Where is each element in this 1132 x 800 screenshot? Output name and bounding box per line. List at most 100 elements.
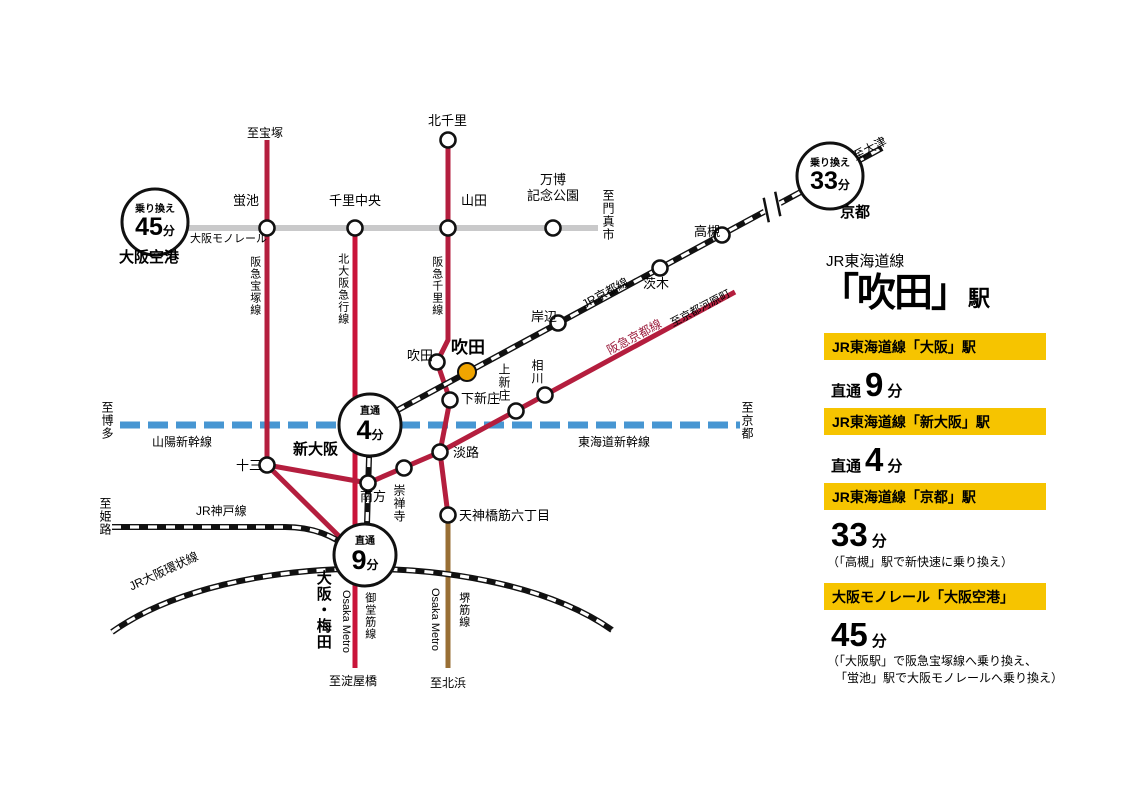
station-label-banpaku-line1: 万博: [539, 172, 566, 187]
station-label-osaka-airport: 大阪空港: [119, 249, 180, 266]
station-dot-juso: [258, 456, 276, 474]
line-label-takarazuka: 阪急宝塚線: [248, 256, 261, 316]
panel-row-time-airport-value: 45: [831, 616, 868, 653]
station-label-awaji: 淡路: [453, 445, 480, 460]
to-label-kitahama: 至北浜: [430, 676, 467, 690]
station-label-senri-chuo: 千里中央: [329, 193, 382, 208]
station-label-shimo-shinjo: 下新庄: [461, 391, 501, 406]
badge-osaka-umeda: 直通 9 分: [334, 524, 396, 586]
panel-station-title: 「吹田」 駅: [820, 262, 990, 318]
badge-kyoto: 乗り換え 33 分: [797, 143, 863, 209]
station-dot-yamada: [439, 219, 457, 237]
line-hankyu-senri: [434, 140, 453, 516]
panel-row-time-airport: 45 分: [831, 618, 887, 651]
to-label-takarazuka: 至宝塚: [247, 126, 284, 140]
station-dot-suita-hankyu: [428, 353, 446, 371]
station-dots: [258, 131, 731, 524]
panel-row-time-kyoto: 33 分: [831, 518, 887, 551]
to-label-kyoto: 至京都: [740, 401, 754, 440]
to-label-hakata: 至博多: [100, 401, 114, 440]
station-dot-suita-jr-highlight: [457, 362, 477, 382]
station-label-banpaku: 万博 記念公園: [523, 172, 583, 205]
station-label-suita-hankyu: 吹田: [407, 348, 434, 363]
station-dot-kishibe: [549, 314, 567, 332]
badge-circle-kyoto: [795, 141, 865, 211]
panel-row-time-kyoto-unit: 分: [871, 533, 887, 550]
station-label-minamikata: 南方: [360, 489, 387, 504]
station-label-banpaku-line2: 記念公園: [526, 188, 579, 204]
station-dot-hotarugaike: [258, 219, 276, 237]
panel-note-airport-line1: （「大阪駅」で阪急宝塚線へ乗り換え、: [827, 654, 1038, 668]
badge-osaka-airport-label: 乗り換え: [135, 204, 175, 215]
station-dot-sozenji: [395, 459, 413, 477]
line-label-osaka-metro-sakaisuji-en: Osaka Metro: [428, 588, 441, 651]
to-label-kadoma: 至門真市: [601, 189, 615, 241]
badge-circle-shin-osaka: [337, 392, 403, 458]
badge-circle-osaka-umeda: [332, 522, 398, 588]
station-label-ibaraki: 茨木: [643, 276, 670, 291]
line-label-jr-kobe: JR神戸線: [196, 504, 247, 518]
panel-note-airport-line2: 「蛍池」駅で大阪モノレールへ乗り換え）: [835, 671, 1064, 685]
panel-row-time-shin-osaka-value: 4: [865, 441, 884, 478]
panel-row-time-shin-osaka-prefix: 直通: [831, 458, 862, 475]
station-label-kishibe: 岸辺: [531, 309, 558, 324]
panel-row-header-osaka: JR東海道線「大阪」駅: [824, 333, 1046, 360]
station-dot-banpaku: [544, 219, 562, 237]
panel-line-name: JR東海道線: [826, 253, 905, 270]
panel-row-header-kyoto: JR東海道線「京都」駅: [824, 483, 1046, 510]
to-label-himeji: 至姫路: [98, 497, 112, 536]
panel-row-time-osaka-prefix: 直通: [831, 383, 862, 400]
station-label-juso: 十三: [236, 458, 263, 473]
badge-osaka-airport: 乗り換え 45 分: [122, 189, 188, 255]
station-dot-ibaraki: [651, 259, 669, 277]
badge-osaka-umeda-value: 9: [351, 545, 367, 575]
badge-kyoto-value: 33: [810, 167, 838, 195]
station-label-yamada: 山田: [461, 193, 488, 208]
badge-osaka-umeda-label: 直通: [355, 536, 375, 547]
line-label-senri: 阪急千里線: [430, 256, 443, 316]
station-dot-shimo-shinjo: [441, 391, 459, 409]
line-jr-kobe-inner: [112, 525, 354, 553]
station-label-osaka-umeda: 大阪・梅田: [314, 570, 332, 650]
panel-row-time-airport-unit: 分: [871, 633, 887, 650]
line-jr-loop-inner: [111, 567, 613, 634]
station-dot-tenjimbashisuji: [439, 506, 457, 524]
badge-shin-osaka-unit: 分: [371, 428, 384, 442]
station-dot-awaji: [431, 443, 449, 461]
station-label-tenjimbashisuji: 天神橋筋六丁目: [459, 508, 551, 523]
line-label-midosuji: 御堂筋線: [363, 592, 376, 640]
station-dot-aikawa: [536, 386, 554, 404]
panel-row-header-shin-osaka: JR東海道線「新大阪」駅: [824, 408, 1046, 435]
badge-osaka-airport-value: 45: [135, 213, 163, 241]
station-label-aikawa: 相川: [530, 359, 544, 385]
panel-row-time-osaka: 直通 9 分: [831, 368, 902, 401]
panel-row-time-shin-osaka: 直通 4 分: [831, 443, 902, 476]
station-dot-senri-chuo: [346, 219, 364, 237]
line-break-symbol: [759, 191, 785, 223]
badge-shin-osaka: 直通 4 分: [339, 394, 401, 456]
badge-shin-osaka-label: 直通: [360, 406, 380, 417]
line-label-monorail: 大阪モノレール: [190, 233, 267, 245]
badge-shin-osaka-value: 4: [356, 415, 372, 445]
station-label-suita-jr: 吹田: [451, 338, 485, 357]
station-dot-kita-senri: [439, 131, 457, 149]
station-label-hotarugaike: 蛍池: [233, 193, 260, 208]
badge-circle-osaka-airport: [120, 187, 190, 257]
station-label-takatsuki: 高槻: [694, 224, 721, 239]
panel-station-title-main: 「吹田」: [820, 272, 970, 315]
panel-row-header-airport: 大阪モノレール「大阪空港」: [824, 583, 1046, 610]
line-label-osaka-metro-midosuji-en: Osaka Metro: [339, 590, 352, 653]
station-label-kita-senri: 北千里: [428, 113, 468, 128]
line-label-sanyo-shinkansen: 山陽新幹線: [152, 435, 213, 449]
badge-osaka-umeda-unit: 分: [366, 558, 379, 572]
badge-kyoto-unit: 分: [837, 178, 850, 192]
station-label-kyoto: 京都: [840, 204, 871, 221]
line-label-sakaisuji: 堺筋線: [457, 592, 470, 628]
badge-kyoto-label: 乗り換え: [810, 158, 850, 169]
station-label-kami-shinjo: 上新庄: [497, 363, 511, 402]
panel-row-time-osaka-value: 9: [865, 366, 884, 403]
panel-note-kyoto: （「高槻」駅で新快速に乗り換え）: [827, 555, 1014, 569]
station-label-shin-osaka: 新大阪: [293, 441, 339, 458]
